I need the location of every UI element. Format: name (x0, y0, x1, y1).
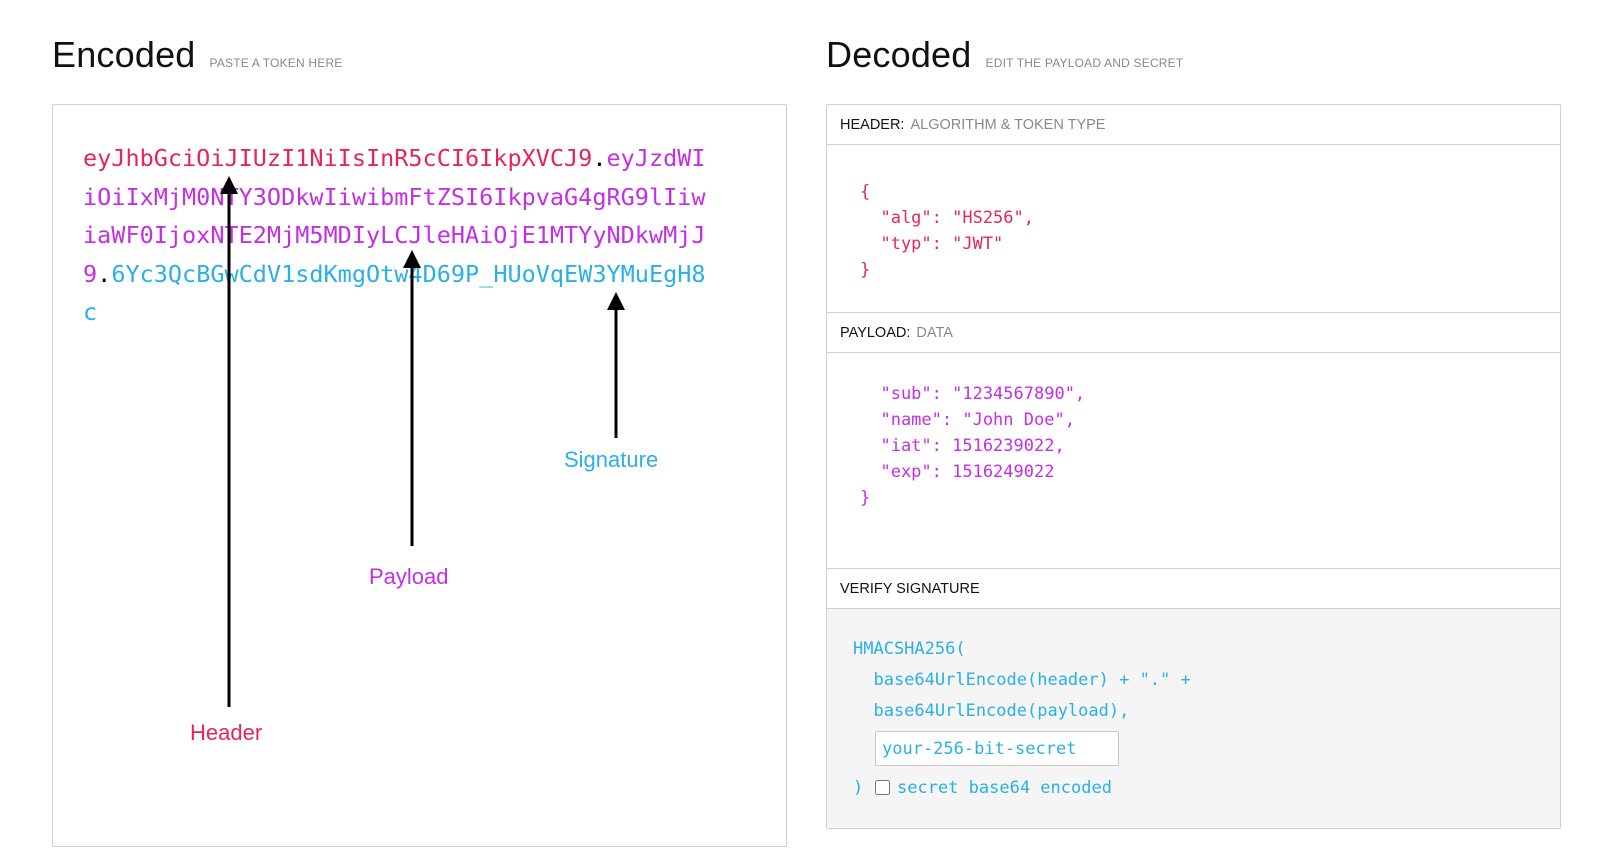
decoded-title: Decoded EDIT THE PAYLOAD AND SECRET (826, 34, 1183, 76)
payload-json-line: } (860, 488, 871, 508)
payload-json-line: "sub": "1234567890", (860, 384, 1086, 404)
decoded-heading: Decoded (826, 34, 972, 75)
token-signature-part: 6Yc3QcBGwCdV1sdKmgOtw4D69P_HUoVqEW3YMuEg… (83, 259, 706, 327)
verify-signature-body: HMACSHA256( base64UrlEncode(header) + ".… (827, 609, 1560, 828)
header-json-line: "typ": "JWT" (860, 234, 1004, 254)
verify-code-line: HMACSHA256( (853, 639, 966, 659)
payload-section-title: PAYLOAD: DATA (827, 313, 1560, 353)
payload-json-line: "exp": 1516249022 (860, 462, 1055, 482)
encoded-token-panel[interactable]: eyJhbGciOiJIUzI1NiIsInR5cCI6IkpXVCJ9.eyJ… (52, 104, 787, 847)
token-header-part: eyJhbGciOiJIUzI1NiIsInR5cCI6IkpXVCJ9 (83, 144, 593, 172)
token-payload-part: eyJzdWIiOiIxMjM0NTY3ODkwIiwibmFtZSI6Ikpv… (83, 144, 706, 288)
header-json-line: { (860, 182, 871, 202)
secret-input[interactable] (875, 731, 1119, 766)
decoded-subheading: EDIT THE PAYLOAD AND SECRET (985, 56, 1184, 70)
token-dot-2: . (97, 259, 112, 288)
header-section-label: HEADER: (840, 116, 905, 133)
header-section-sublabel: ALGORITHM & TOKEN TYPE (910, 116, 1106, 133)
encoded-title: Encoded PASTE A TOKEN HERE (52, 34, 343, 76)
payload-json-line: "name": "John Doe", (860, 410, 1075, 430)
signature-annotation-label: Signature (564, 447, 659, 472)
payload-section-sublabel: DATA (916, 324, 953, 341)
encoded-token-text[interactable]: eyJhbGciOiJIUzI1NiIsInR5cCI6IkpXVCJ9.eyJ… (83, 139, 708, 332)
verify-section-label: VERIFY SIGNATURE (840, 580, 980, 597)
secret-base64-label[interactable]: secret base64 encoded (897, 778, 1112, 798)
payload-annotation-label: Payload (369, 564, 449, 589)
header-json-line: "alg": "HS256", (860, 208, 1034, 228)
payload-section-label: PAYLOAD: (840, 324, 911, 341)
verify-code-line: base64UrlEncode(header) + "." + (853, 670, 1191, 690)
verify-code-line: base64UrlEncode(payload), (853, 701, 1130, 721)
decoded-panel: HEADER: ALGORITHM & TOKEN TYPE { "alg": … (826, 104, 1561, 829)
encoded-subheading: PASTE A TOKEN HERE (209, 56, 343, 70)
header-json-line: } (860, 260, 871, 280)
verify-close-paren: ) (853, 778, 864, 798)
payload-json-line: "iat": 1516239022, (860, 436, 1065, 456)
header-section-title: HEADER: ALGORITHM & TOKEN TYPE (827, 105, 1560, 145)
payload-json-editor[interactable]: "sub": "1234567890", "name": "John Doe",… (827, 353, 1560, 569)
header-json-editor[interactable]: { "alg": "HS256", "typ": "JWT" } (827, 145, 1560, 313)
header-annotation-label: Header (190, 720, 263, 745)
encoded-heading: Encoded (52, 34, 196, 75)
secret-base64-checkbox[interactable] (875, 780, 890, 795)
token-dot-1: . (592, 144, 607, 172)
verify-section-title: VERIFY SIGNATURE (827, 569, 1560, 609)
